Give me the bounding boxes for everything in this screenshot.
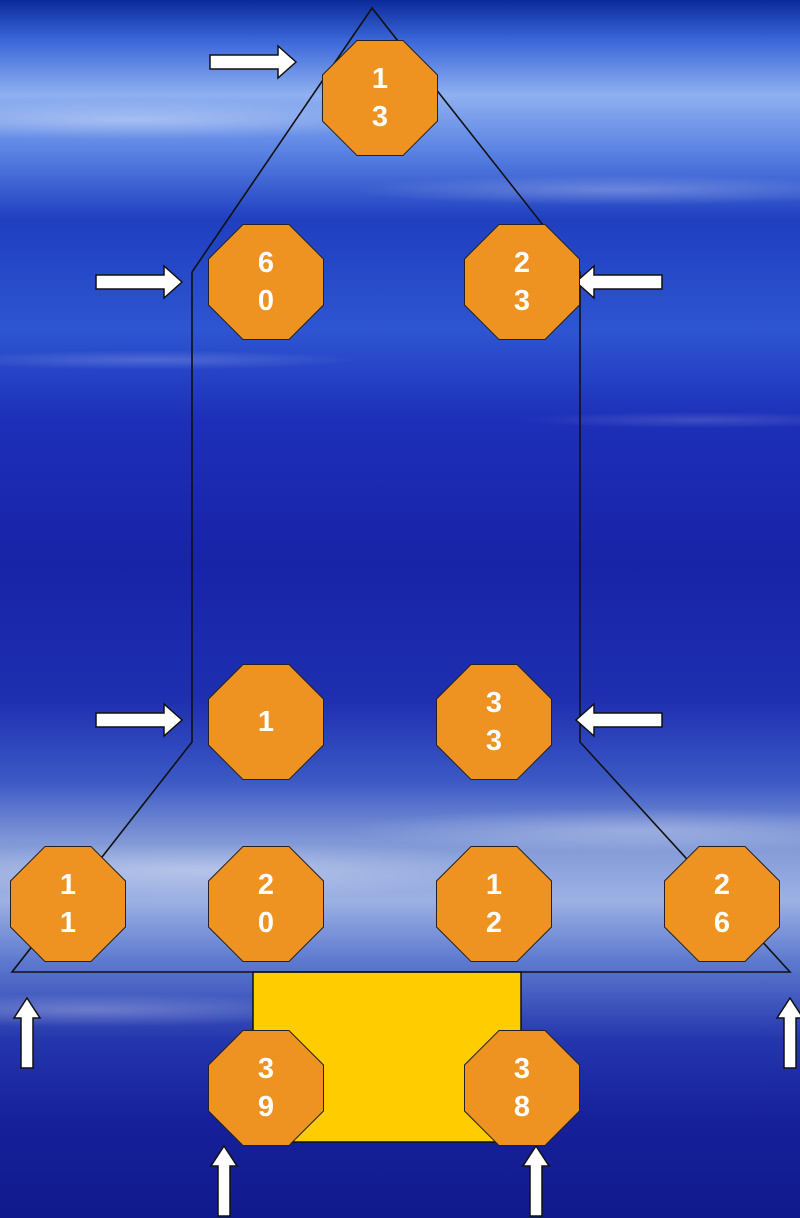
octagon-label: 3 9 bbox=[257, 1053, 275, 1123]
octagon-marker-11: 1 1 bbox=[10, 846, 126, 962]
octagon-fill: 1 1 bbox=[11, 847, 125, 961]
octagon-label: 2 6 bbox=[713, 869, 731, 939]
octagon-fill: 1 3 bbox=[323, 41, 437, 155]
octagon-fill: 2 0 bbox=[209, 847, 323, 961]
octagon-fill: 3 9 bbox=[209, 1031, 323, 1145]
octagon-fill: 3 3 bbox=[437, 665, 551, 779]
octagon-label: 1 3 bbox=[371, 63, 389, 133]
arrow-left-icon bbox=[574, 264, 663, 300]
octagon-marker-12: 1 2 bbox=[436, 846, 552, 962]
arrow-up-icon bbox=[775, 996, 800, 1069]
arrow-up-icon bbox=[209, 1144, 239, 1217]
arrow-up-icon bbox=[521, 1144, 551, 1217]
octagon-marker-1: 1 bbox=[208, 664, 324, 780]
octagon-marker-33: 3 3 bbox=[436, 664, 552, 780]
octagon-marker-38: 3 8 bbox=[464, 1030, 580, 1146]
octagon-label: 1 2 bbox=[485, 869, 503, 939]
octagon-label: 2 3 bbox=[513, 247, 531, 317]
arrows-group bbox=[12, 44, 800, 1217]
octagon-label: 6 0 bbox=[257, 247, 275, 317]
octagon-marker-60: 6 0 bbox=[208, 224, 324, 340]
octagon-label: 3 3 bbox=[485, 687, 503, 757]
octagon-fill: 1 bbox=[209, 665, 323, 779]
octagon-fill: 2 6 bbox=[665, 847, 779, 961]
octagon-fill: 6 0 bbox=[209, 225, 323, 339]
octagon-fill: 1 2 bbox=[437, 847, 551, 961]
octagon-fill: 2 3 bbox=[465, 225, 579, 339]
octagon-label: 1 bbox=[257, 706, 275, 738]
octagon-label: 1 1 bbox=[59, 869, 77, 939]
octagon-marker-23: 2 3 bbox=[464, 224, 580, 340]
arrow-right-icon bbox=[209, 44, 298, 80]
octagon-marker-13: 1 3 bbox=[322, 40, 438, 156]
octagon-label: 2 0 bbox=[257, 869, 275, 939]
octagon-marker-20: 2 0 bbox=[208, 846, 324, 962]
octagon-fill: 3 8 bbox=[465, 1031, 579, 1145]
arrow-right-icon bbox=[95, 702, 184, 738]
arrow-right-icon bbox=[95, 264, 184, 300]
arrow-left-icon bbox=[574, 702, 663, 738]
octagon-label: 3 8 bbox=[513, 1053, 531, 1123]
octagon-marker-26: 2 6 bbox=[664, 846, 780, 962]
octagon-marker-39: 3 9 bbox=[208, 1030, 324, 1146]
arrow-up-icon bbox=[12, 996, 42, 1069]
